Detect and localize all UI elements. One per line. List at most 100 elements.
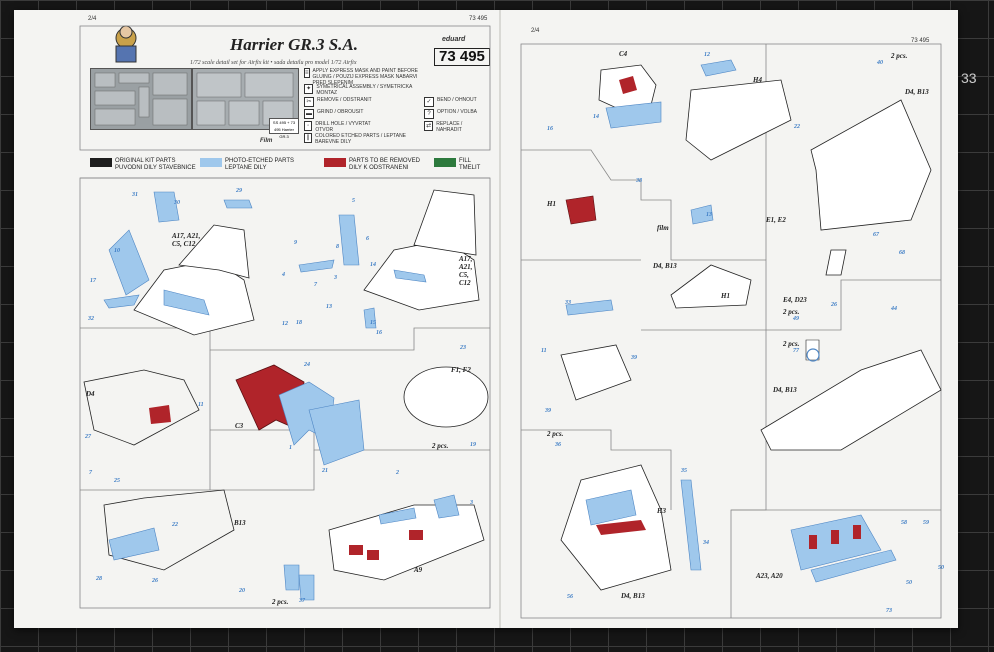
part-number: 73: [886, 608, 892, 614]
assembly-label: 2 pcs.: [547, 430, 564, 438]
part-number: 67: [873, 232, 879, 238]
page-number: 2/4: [88, 16, 97, 22]
assembly-label: B13: [234, 519, 246, 527]
left-page-diagrams: [79, 25, 491, 609]
legend-item: ✓ BEND / OHNOUT: [424, 97, 484, 107]
pilot-mascot-illustration: [115, 25, 137, 63]
color-key-fill: FILL TMELIT: [434, 158, 480, 172]
assembly-label: 2 pcs.: [432, 442, 449, 450]
swatch-etched: [200, 158, 222, 167]
assembly-label: 2 pcs.: [272, 598, 289, 606]
part-number: 16: [376, 330, 382, 336]
brand-logo: eduard: [442, 36, 466, 43]
part-number: 30: [174, 200, 180, 206]
color-key-etched: PHOTO-ETCHED PARTS LEPTANE DILY: [200, 158, 294, 172]
part-number: 13: [326, 304, 332, 310]
part-number: 29: [236, 188, 242, 194]
part-number: 26: [152, 578, 158, 584]
part-number: 32: [88, 316, 94, 322]
part-number: 7: [89, 470, 92, 476]
bend-icon: ✓: [424, 97, 434, 107]
part-number: 39: [631, 355, 637, 361]
part-number: 14: [370, 262, 376, 268]
assembly-label: D4, B13: [653, 262, 677, 270]
assembly-label: D4: [86, 390, 95, 398]
film-label: Film: [260, 138, 273, 144]
part-number: 39: [545, 408, 551, 414]
assembly-label: F1, F2: [451, 366, 471, 374]
part-number: 20: [239, 588, 245, 594]
photo-etch-fret-image-2: [192, 68, 299, 130]
assembly-label: E4, D23: [783, 296, 807, 304]
swatch-remove: [324, 158, 346, 167]
part-number: 8: [336, 244, 339, 250]
part-number: 37: [299, 598, 305, 604]
assembly-label: A17, A21, C5, C12: [459, 255, 473, 287]
remove-icon: ✂: [304, 97, 314, 107]
part-number: 2: [396, 470, 399, 476]
instruction-sheet: 2/4 73 495 Harrier GR.3 S.A. 1/72 scale …: [14, 10, 958, 628]
set-subtitle: 1/72 scale detail set for Airfix kit • s…: [190, 60, 357, 66]
part-number: 21: [322, 468, 328, 474]
kit-number: 73 495: [434, 48, 490, 66]
part-number: 3: [334, 275, 337, 281]
part-number: 6: [366, 236, 369, 242]
color-key-original: ORIGINAL KIT PARTS PUVODNI DILY STAVEBNI…: [90, 158, 196, 172]
part-number: 28: [96, 576, 102, 582]
assembly-label: E1, E2: [766, 216, 786, 224]
part-number: 24: [304, 362, 310, 368]
legend-item: ⇄ REPLACE / NAHRADIT: [424, 121, 484, 133]
part-number: 17: [90, 278, 96, 284]
part-number: 18: [296, 320, 302, 326]
cutting-mat-number: 33: [961, 70, 977, 86]
color-key-remove: PARTS TO BE REMOVED DILY K ODSTRANENI: [324, 158, 420, 172]
part-number: 31: [132, 192, 138, 198]
kit-code-small: 73 495: [469, 16, 488, 22]
legend-item: ≡ APPLY EXPRESS MASK AND PAINT BEFORE GL…: [304, 68, 419, 86]
part-number: 36: [555, 442, 561, 448]
part-number: 14: [593, 114, 599, 120]
colored-parts-icon: ∥: [304, 133, 313, 143]
right-page: 2/4 73 495: [501, 10, 958, 628]
legend-item: ∥ COLORED ETCHED PARTS / LEPTANE BAREVNE…: [304, 133, 414, 145]
legend-item: ? OPTION / VOLBA: [424, 109, 484, 119]
part-number: 7: [314, 282, 317, 288]
part-number: 12: [704, 52, 710, 58]
part-number: 58: [901, 520, 907, 526]
part-number: 38: [636, 178, 642, 184]
part-number: 68: [899, 250, 905, 256]
legend-item: ▬ GRIND / OBROUSIT: [304, 109, 364, 119]
swatch-original: [90, 158, 112, 167]
page-number: 2/4: [531, 28, 540, 34]
part-number: 5: [352, 198, 355, 204]
drill-icon: ◦: [304, 121, 313, 131]
assembly-label: 2 pcs.: [783, 340, 800, 348]
assembly-label: D4, B13: [621, 592, 645, 600]
assembly-label: A9: [414, 566, 423, 574]
part-number: 3: [470, 500, 473, 506]
assembly-label: A23, A20: [756, 572, 783, 580]
part-number: 33: [565, 300, 571, 306]
assembly-label: 2 pcs.: [891, 52, 908, 60]
assembly-label: 2 pcs.: [783, 308, 800, 316]
part-number: 4: [282, 272, 285, 278]
page-fold: [499, 10, 501, 628]
right-page-diagrams: [520, 43, 942, 619]
part-number: 56: [567, 594, 573, 600]
assembly-label: H1: [721, 292, 730, 300]
legend-item: ✂ REMOVE / ODSTRANIT: [304, 97, 374, 107]
part-number: 13: [706, 212, 712, 218]
part-number: 40: [877, 60, 883, 66]
part-number: 22: [794, 124, 800, 130]
assembly-label: C4: [619, 50, 628, 58]
part-number: 23: [460, 345, 466, 351]
assembly-label: C3: [235, 422, 244, 430]
assembly-label: H3: [657, 507, 666, 515]
part-number: 35: [681, 468, 687, 474]
set-title: Harrier GR.3 S.A.: [230, 35, 358, 54]
assembly-label: film: [657, 224, 669, 232]
swatch-fill: [434, 158, 456, 167]
legend-item: ◦ DRILL HOLE / VYVRTAT OTVOR: [304, 121, 374, 133]
part-number: 34: [703, 540, 709, 546]
